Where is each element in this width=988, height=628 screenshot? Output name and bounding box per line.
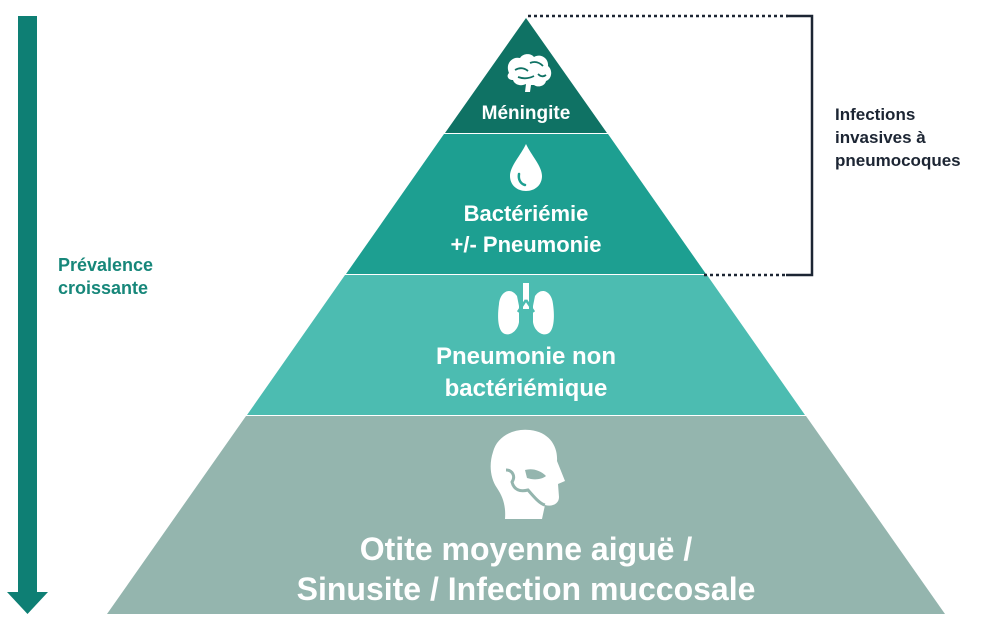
tier-bacteriemie-text-line1: Bactériémie [463, 201, 589, 226]
prevalence-label-line1: Prévalence [58, 255, 154, 275]
tier-pneumonie-text-line1: Pneumonie non [436, 343, 616, 370]
tier-meningite-text: Méningite [481, 103, 571, 124]
tier-meningite-label: Méningite [446, 102, 606, 126]
invasive-label-line1: Infections [835, 105, 916, 124]
tier-bacteriemie-text-line2: +/- Pneumonie [450, 231, 602, 257]
invasive-label-line2: invasives à [835, 127, 926, 147]
invasive-bracket [528, 14, 814, 277]
prevalence-label: Prévalence croissante [58, 254, 153, 301]
prevalence-arrow [7, 16, 48, 614]
invasive-infections-label: Infections invasives à pneumocoques [835, 104, 961, 173]
tier-pneumonie-label: Pneumonie non bactériémique [366, 341, 686, 406]
blood-drop-icon [510, 144, 542, 191]
head-profile-icon [490, 429, 565, 519]
tier-otite-label: Otite moyenne aiguë / Sinusite / Infecti… [246, 529, 806, 609]
prevalence-label-line2: croissante [58, 278, 149, 299]
invasive-label-line3: pneumocoques [835, 150, 961, 170]
tier-pneumonie [247, 275, 805, 415]
tier-bacteriemie-label: Bactériémie +/- Pneumonie [396, 199, 656, 261]
lungs-icon [498, 283, 554, 335]
tier-bacteriemie [346, 134, 706, 274]
tier-otite-text-line1: Otite moyenne aiguë / [359, 531, 693, 567]
tier-pneumonie-text-line2: bactériémique [444, 375, 608, 403]
tier-otite-text-line2: Sinusite / Infection muccosale [296, 571, 756, 607]
brain-icon [507, 54, 552, 92]
